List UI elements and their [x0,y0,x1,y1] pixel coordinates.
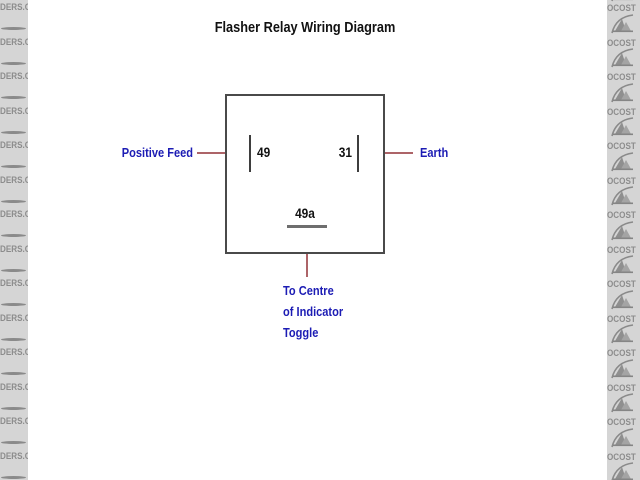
watermark-text-fragment: DERS.C [0,450,28,461]
mountain-logo-icon [611,0,635,2]
label-indicator-toggle: To Centre of Indicator Toggle [283,280,343,343]
watermark-text-fragment: DERS.C [0,105,28,116]
wire-positive-feed [197,152,225,154]
watermark-text-fragment: DERS.C [0,174,28,185]
watermark-text-fragment: OCOST [607,348,636,358]
watermark-text-fragment: DERS.C [0,416,28,426]
page-title: Flasher Relay Wiring Diagram [214,19,396,36]
watermark-strip-left: DERS.C DERS.C DERS.C DERS.C DERS.C DERS.C DERS… [0,0,28,480]
watermark-text-fragment: OCOST [607,382,636,393]
mountain-logo-icon [611,151,635,172]
watermark-text-fragment: OCOST [607,175,636,186]
mountain-logo-icon [611,427,635,448]
wire-indicator-toggle [306,254,308,277]
label-positive-feed: Positive Feed [121,145,193,160]
watermark-text-fragment: DERS.C [0,209,28,219]
watermark-swoosh-fragment [1,61,26,65]
wire-earth [385,152,413,154]
watermark-swoosh-fragment [1,406,26,410]
watermark-text-fragment: OCOST [607,417,636,427]
watermark-swoosh-fragment [1,27,26,30]
terminal-49a-pin-line [287,225,327,228]
terminal-31-label: 31 [338,144,352,160]
terminal-49-label: 49 [257,144,271,160]
watermark-swoosh-fragment [1,96,26,99]
terminal-49a-label: 49a [295,205,315,221]
watermark-text-fragment: DERS.C [0,2,28,12]
watermark-text-fragment: DERS.C [0,243,28,254]
watermark-text-fragment: OCOST [607,244,636,255]
watermark-text-fragment: OCOST [607,37,636,48]
label-indicator-toggle-line2: of Indicator [283,304,344,319]
mountain-logo-icon [611,358,635,379]
watermark-text-fragment: OCOST [607,451,636,462]
watermark-text-fragment: DERS.C [0,312,28,323]
relay-box [225,94,385,254]
watermark-text-fragment: OCOST [607,210,636,220]
mountain-logo-icon [611,47,635,68]
mountain-logo-icon [611,392,635,413]
watermark-swoosh-fragment [1,130,26,134]
watermark-swoosh-fragment [1,475,26,479]
terminal-49-pin-line [249,135,251,172]
watermark-strip-right: OCOST OCOST OCOST OCOST OCOST OCOST OCOST OCOST… [607,0,640,480]
watermark-text-fragment: OCOST [607,3,636,13]
watermark-text-fragment: DERS.C [0,347,28,357]
mountain-logo-icon [611,254,635,275]
mountain-logo-icon [611,116,635,137]
mountain-logo-icon [611,323,635,344]
watermark-swoosh-fragment [1,303,26,306]
watermark-swoosh-fragment [1,268,26,272]
watermark-text-fragment: OCOST [607,279,636,289]
watermark-text-fragment: OCOST [607,106,636,117]
mountain-logo-icon [611,220,635,241]
watermark-text-fragment: DERS.C [0,36,28,47]
watermark-text-fragment: OCOST [607,141,636,151]
watermark-text-fragment: DERS.C [0,140,28,150]
watermark-text-fragment: DERS.C [0,381,28,392]
mountain-logo-icon [611,185,635,206]
watermark-text-fragment: DERS.C [0,278,28,288]
mountain-logo-icon [611,82,635,103]
watermark-swoosh-fragment [1,337,26,341]
label-indicator-toggle-line1: To Centre [283,283,334,298]
watermark-swoosh-fragment [1,372,26,375]
terminal-31-pin-line [357,135,359,172]
watermark-swoosh-fragment [1,165,26,168]
mountain-logo-icon [611,289,635,310]
watermark-swoosh-fragment [1,441,26,444]
watermark-text-fragment: OCOST [607,72,636,82]
watermark-swoosh-fragment [1,234,26,237]
watermark-text-fragment: OCOST [607,313,636,324]
mountain-logo-icon [611,461,635,480]
label-earth: Earth [420,145,449,160]
watermark-swoosh-fragment [1,199,26,203]
mountain-logo-icon [611,13,635,34]
label-indicator-toggle-line3: Toggle [283,325,319,340]
watermark-text-fragment: DERS.C [0,71,28,81]
